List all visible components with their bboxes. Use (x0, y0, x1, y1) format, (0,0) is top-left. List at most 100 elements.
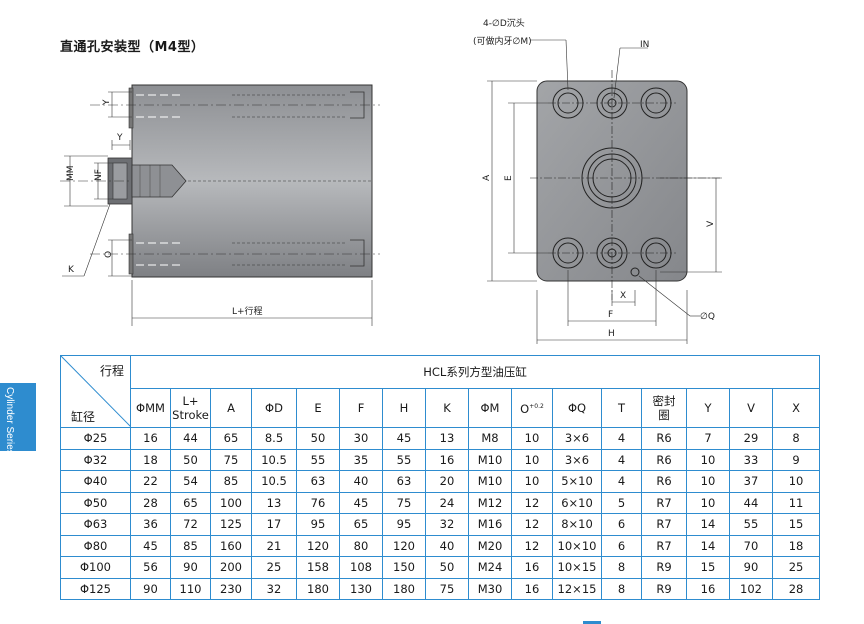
dim-e: E (504, 175, 514, 181)
table-cell: 102 (729, 577, 773, 600)
dim-y-mid: Y (116, 133, 123, 143)
dim-y-top: Y (102, 99, 112, 106)
table-cell: 85 (210, 470, 252, 493)
table-cell: 22 (130, 470, 171, 493)
table-cell: 36 (130, 513, 171, 536)
table-cell: 11 (771, 491, 821, 514)
table-cell: 55 (729, 513, 773, 536)
table-cell: 95 (382, 513, 426, 536)
table-cell: 8 (601, 556, 642, 579)
side-tab: Cylinder Series (0, 383, 36, 455)
table-cell: 65 (339, 513, 383, 536)
table-cell: 10 (511, 470, 553, 493)
table-cell: 13 (425, 427, 469, 450)
table-cell: 12 (511, 534, 553, 557)
table-cell: 6×10 (552, 491, 602, 514)
table-cell: 120 (296, 534, 340, 557)
side-tab-label: Cylinder Series (4, 387, 15, 455)
table-cell: 24 (425, 491, 469, 514)
table-cell: 55 (382, 448, 426, 471)
table-cell: 6 (601, 534, 642, 557)
table-cell: 16 (425, 448, 469, 471)
bore-cell: Φ100 (60, 556, 131, 579)
table-cell: 160 (210, 534, 252, 557)
front-view: 4-∅D沉头 (可做内牙∅M) IN A E V X F H ∅Q (473, 18, 722, 344)
table-cell: 50 (170, 448, 211, 471)
table-cell: 56 (130, 556, 171, 579)
table-cell: 15 (686, 556, 730, 579)
table-cell: 15 (771, 513, 821, 536)
table-cell: 72 (170, 513, 211, 536)
table-cell: 10 (686, 448, 730, 471)
table-cell: 125 (210, 513, 252, 536)
dim-f: F (608, 310, 613, 320)
dim-length: L+行程 (232, 305, 263, 317)
dim-k: K (68, 265, 75, 275)
column-header-line: 圈 (658, 408, 670, 422)
table-caption: HCL系列方型油压缸 (129, 355, 821, 389)
table-cell: 230 (210, 577, 252, 600)
corner-top-label: 行程 (99, 364, 124, 378)
column-header: T (601, 388, 642, 428)
bore-cell: Φ32 (60, 448, 131, 471)
table-cell: 158 (296, 556, 340, 579)
table-cell: 95 (296, 513, 340, 536)
column-header: ΦMM (130, 388, 171, 428)
table-cell: 45 (339, 491, 383, 514)
dim-a: A (482, 174, 492, 181)
table-cell: 75 (382, 491, 426, 514)
bore-cell: Φ63 (60, 513, 131, 536)
side-view: Y Y MM NF O K L+行程 (60, 84, 380, 326)
table-cell: 8.5 (251, 427, 297, 450)
column-header: K (425, 388, 469, 428)
page-accent-bar (583, 621, 601, 624)
table-cell: 10.5 (251, 448, 297, 471)
column-header: Y (686, 388, 730, 428)
table-cell: 6 (601, 513, 642, 536)
table-cell: R7 (641, 491, 687, 514)
table-cell: 28 (130, 491, 171, 514)
table-cell: M30 (468, 577, 512, 600)
table-cell: 10 (686, 470, 730, 493)
table-cell: 20 (425, 470, 469, 493)
table-cell: 5×10 (552, 470, 602, 493)
table-cell: 10 (511, 427, 553, 450)
bore-cell: Φ125 (60, 577, 131, 600)
table-cell: 65 (170, 491, 211, 514)
table-cell: 3×6 (552, 427, 602, 450)
table-cell: 55 (296, 448, 340, 471)
column-header: V (729, 388, 773, 428)
table-cell: 25 (771, 556, 821, 579)
table-cell: 16 (686, 577, 730, 600)
table-cell: 14 (686, 513, 730, 536)
table-cell: 76 (296, 491, 340, 514)
table-cell: 12 (511, 491, 553, 514)
diagonal-line (61, 356, 131, 427)
dim-v: V (706, 220, 716, 227)
dim-nf: NF (94, 169, 104, 181)
column-header: ΦQ (552, 388, 602, 428)
table-cell: 4 (601, 448, 642, 471)
table-cell: 21 (251, 534, 297, 557)
column-header: 密封圈 (641, 388, 687, 428)
table-cell: 50 (296, 427, 340, 450)
column-header-line: L+ (182, 394, 199, 408)
table-cell: 32 (425, 513, 469, 536)
table-cell: 18 (771, 534, 821, 557)
table-cell: M20 (468, 534, 512, 557)
hole-note-1: 4-∅D沉头 (483, 18, 525, 29)
table-cell: 108 (339, 556, 383, 579)
table-cell: 35 (339, 448, 383, 471)
corner-bottom-label: 缸径 (71, 410, 96, 424)
table-cell: 12×15 (552, 577, 602, 600)
table-cell: 4 (601, 427, 642, 450)
bore-cell: Φ50 (60, 491, 131, 514)
table-cell: R7 (641, 513, 687, 536)
dim-x: X (620, 291, 626, 301)
column-header: H (382, 388, 426, 428)
